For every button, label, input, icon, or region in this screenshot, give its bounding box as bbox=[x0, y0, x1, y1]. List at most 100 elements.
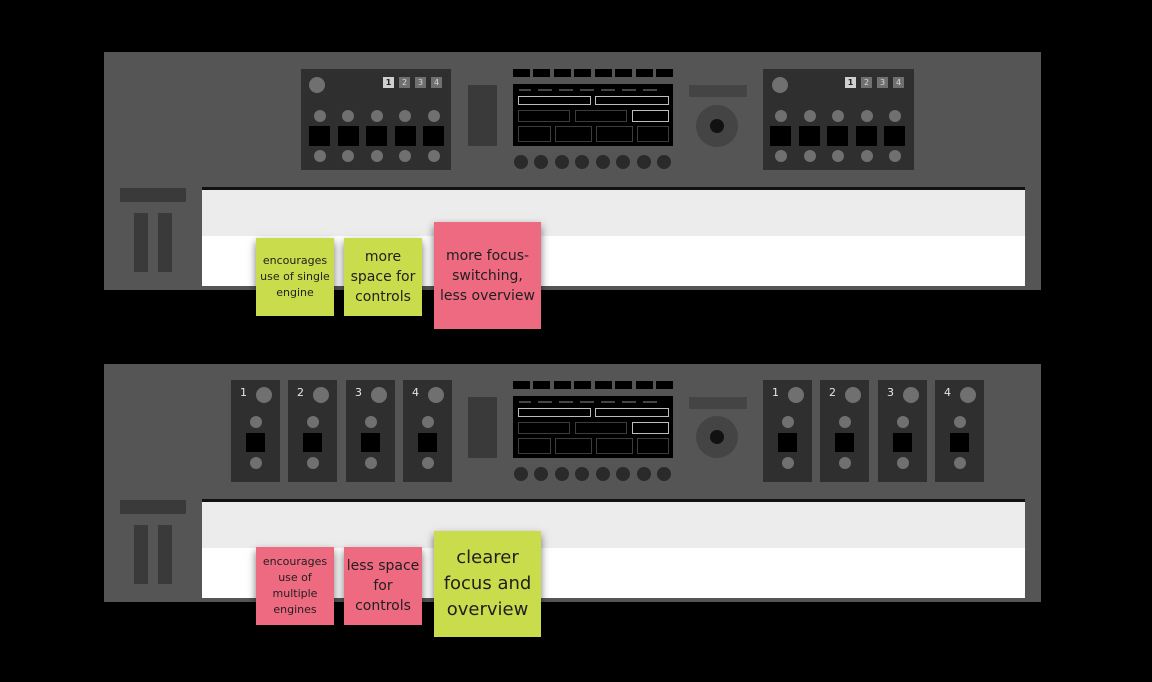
knob[interactable] bbox=[832, 110, 844, 122]
fader-slot[interactable] bbox=[468, 85, 497, 146]
pad[interactable] bbox=[835, 433, 854, 452]
mode-button[interactable] bbox=[615, 381, 632, 389]
engine-tab-3[interactable]: 3 bbox=[415, 77, 426, 88]
pad[interactable] bbox=[309, 126, 330, 146]
encoder-knob[interactable] bbox=[575, 155, 589, 169]
encoder-knob[interactable] bbox=[514, 155, 528, 169]
knob[interactable] bbox=[399, 110, 411, 122]
mode-button[interactable] bbox=[574, 381, 591, 389]
knob[interactable] bbox=[897, 457, 909, 469]
knob[interactable] bbox=[399, 150, 411, 162]
pad[interactable] bbox=[770, 126, 791, 146]
knob[interactable] bbox=[861, 150, 873, 162]
knob[interactable] bbox=[365, 416, 377, 428]
pad[interactable] bbox=[246, 433, 265, 452]
encoder-knob[interactable] bbox=[534, 467, 548, 481]
mode-button[interactable] bbox=[656, 69, 673, 77]
mode-button[interactable] bbox=[574, 69, 591, 77]
knob[interactable] bbox=[804, 110, 816, 122]
mode-button[interactable] bbox=[533, 381, 550, 389]
pad[interactable] bbox=[418, 433, 437, 452]
encoder-knob[interactable] bbox=[514, 467, 528, 481]
encoder-knob[interactable] bbox=[616, 155, 630, 169]
knob[interactable] bbox=[250, 457, 262, 469]
knob[interactable] bbox=[365, 457, 377, 469]
pad[interactable] bbox=[423, 126, 444, 146]
mode-button[interactable] bbox=[656, 381, 673, 389]
engine-tab-4[interactable]: 4 bbox=[431, 77, 442, 88]
pad[interactable] bbox=[366, 126, 387, 146]
pad[interactable] bbox=[778, 433, 797, 452]
mode-button[interactable] bbox=[554, 69, 571, 77]
knob[interactable] bbox=[307, 416, 319, 428]
encoder-knob[interactable] bbox=[616, 467, 630, 481]
deck-main-knob[interactable] bbox=[772, 77, 788, 93]
mode-button[interactable] bbox=[636, 381, 653, 389]
encoder-knob[interactable] bbox=[534, 155, 548, 169]
knob[interactable] bbox=[342, 110, 354, 122]
knob[interactable] bbox=[804, 150, 816, 162]
knob[interactable] bbox=[314, 110, 326, 122]
knob[interactable] bbox=[832, 150, 844, 162]
knob[interactable] bbox=[775, 150, 787, 162]
encoder-knob[interactable] bbox=[555, 467, 569, 481]
encoder-knob[interactable] bbox=[657, 155, 671, 169]
knob[interactable] bbox=[250, 416, 262, 428]
knob[interactable] bbox=[788, 387, 804, 403]
mode-button[interactable] bbox=[533, 69, 550, 77]
mode-button[interactable] bbox=[513, 381, 530, 389]
pad[interactable] bbox=[303, 433, 322, 452]
knob[interactable] bbox=[960, 387, 976, 403]
fader-slot[interactable] bbox=[468, 397, 497, 458]
encoder-knob[interactable] bbox=[575, 467, 589, 481]
knob[interactable] bbox=[889, 110, 901, 122]
knob[interactable] bbox=[371, 387, 387, 403]
knob[interactable] bbox=[845, 387, 861, 403]
engine-tab-4[interactable]: 4 bbox=[893, 77, 904, 88]
knob[interactable] bbox=[839, 416, 851, 428]
engine-tab-1[interactable]: 1 bbox=[383, 77, 394, 88]
engine-tab-2[interactable]: 2 bbox=[399, 77, 410, 88]
knob[interactable] bbox=[782, 416, 794, 428]
knob[interactable] bbox=[839, 457, 851, 469]
knob[interactable] bbox=[954, 416, 966, 428]
knob[interactable] bbox=[782, 457, 794, 469]
knob[interactable] bbox=[371, 110, 383, 122]
deck-main-knob[interactable] bbox=[309, 77, 325, 93]
knob[interactable] bbox=[342, 150, 354, 162]
knob[interactable] bbox=[889, 150, 901, 162]
pad[interactable] bbox=[827, 126, 848, 146]
pad[interactable] bbox=[395, 126, 416, 146]
knob[interactable] bbox=[428, 150, 440, 162]
knob[interactable] bbox=[903, 387, 919, 403]
encoder-knob[interactable] bbox=[555, 155, 569, 169]
encoder-knob[interactable] bbox=[637, 155, 651, 169]
encoder-knob[interactable] bbox=[596, 467, 610, 481]
encoder-knob[interactable] bbox=[637, 467, 651, 481]
engine-tab-2[interactable]: 2 bbox=[861, 77, 872, 88]
engine-tab-1[interactable]: 1 bbox=[845, 77, 856, 88]
knob[interactable] bbox=[897, 416, 909, 428]
knob[interactable] bbox=[422, 457, 434, 469]
pad[interactable] bbox=[361, 433, 380, 452]
encoder-knob[interactable] bbox=[657, 467, 671, 481]
pad[interactable] bbox=[950, 433, 969, 452]
pad[interactable] bbox=[856, 126, 877, 146]
mode-button[interactable] bbox=[595, 69, 612, 77]
knob[interactable] bbox=[307, 457, 319, 469]
mode-button[interactable] bbox=[595, 381, 612, 389]
pad[interactable] bbox=[338, 126, 359, 146]
knob[interactable] bbox=[775, 110, 787, 122]
knob[interactable] bbox=[954, 457, 966, 469]
knob[interactable] bbox=[314, 150, 326, 162]
knob[interactable] bbox=[313, 387, 329, 403]
pad[interactable] bbox=[799, 126, 820, 146]
knob[interactable] bbox=[428, 110, 440, 122]
knob[interactable] bbox=[428, 387, 444, 403]
mode-button[interactable] bbox=[615, 69, 632, 77]
pad[interactable] bbox=[893, 433, 912, 452]
engine-tab-3[interactable]: 3 bbox=[877, 77, 888, 88]
mode-button[interactable] bbox=[636, 69, 653, 77]
knob[interactable] bbox=[861, 110, 873, 122]
mode-button[interactable] bbox=[513, 69, 530, 77]
